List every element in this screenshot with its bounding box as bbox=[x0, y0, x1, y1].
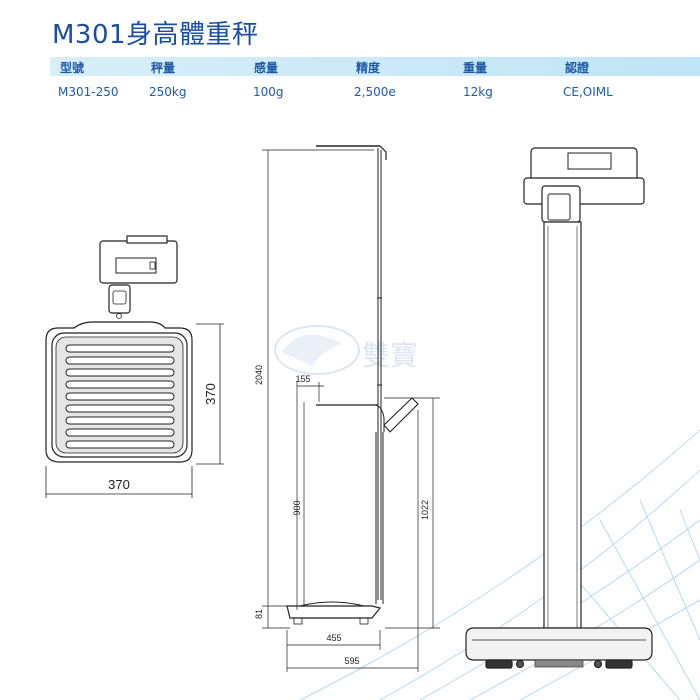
column-top bbox=[108, 284, 131, 314]
display-screen bbox=[115, 257, 157, 274]
dim-total-height: 2040 bbox=[254, 365, 264, 385]
front-base bbox=[465, 627, 653, 661]
value-certification: CE,OIML bbox=[563, 85, 613, 99]
dim-column-height: 900 bbox=[292, 500, 302, 515]
dim-overall-length: 595 bbox=[344, 656, 359, 666]
spec-table-row: M301-250 250kg 100g 2,500e 12kg CE,OIML bbox=[50, 84, 700, 104]
side-view bbox=[286, 145, 419, 625]
header-model: 型號 bbox=[60, 61, 85, 75]
page-title: M301身高體重秤 bbox=[52, 20, 259, 50]
dim-top-width: 370 bbox=[108, 477, 130, 492]
front-view bbox=[465, 147, 653, 669]
value-accuracy: 2,500e bbox=[354, 85, 396, 99]
side-view-dimensions bbox=[262, 149, 440, 672]
header-capacity: 秤量 bbox=[151, 61, 176, 75]
header-certification: 認證 bbox=[565, 61, 590, 75]
brand-watermark: 雙寶 bbox=[274, 325, 418, 375]
value-weight: 12kg bbox=[463, 85, 493, 99]
header-accuracy: 精度 bbox=[356, 61, 381, 75]
dim-base-height: 81 bbox=[254, 609, 264, 619]
dim-base-length: 455 bbox=[326, 633, 341, 643]
header-weight: 重量 bbox=[463, 61, 488, 75]
top-view bbox=[45, 235, 193, 463]
side-base bbox=[286, 605, 382, 619]
value-division: 100g bbox=[253, 85, 284, 99]
value-model: M301-250 bbox=[58, 85, 119, 99]
platform-ribs bbox=[65, 344, 175, 449]
display-head bbox=[99, 240, 178, 284]
top-view-dimensions bbox=[45, 323, 224, 498]
spec-table-header: 型號 秤量 感量 精度 重量 認證 bbox=[50, 57, 700, 76]
dim-rod-offset: 155 bbox=[295, 374, 310, 384]
watermark-text: 雙寶 bbox=[362, 339, 418, 372]
dim-top-of-column: 1022 bbox=[420, 500, 430, 520]
dim-top-depth: 370 bbox=[203, 383, 218, 405]
value-capacity: 250kg bbox=[149, 85, 187, 99]
header-division: 感量 bbox=[254, 61, 279, 75]
